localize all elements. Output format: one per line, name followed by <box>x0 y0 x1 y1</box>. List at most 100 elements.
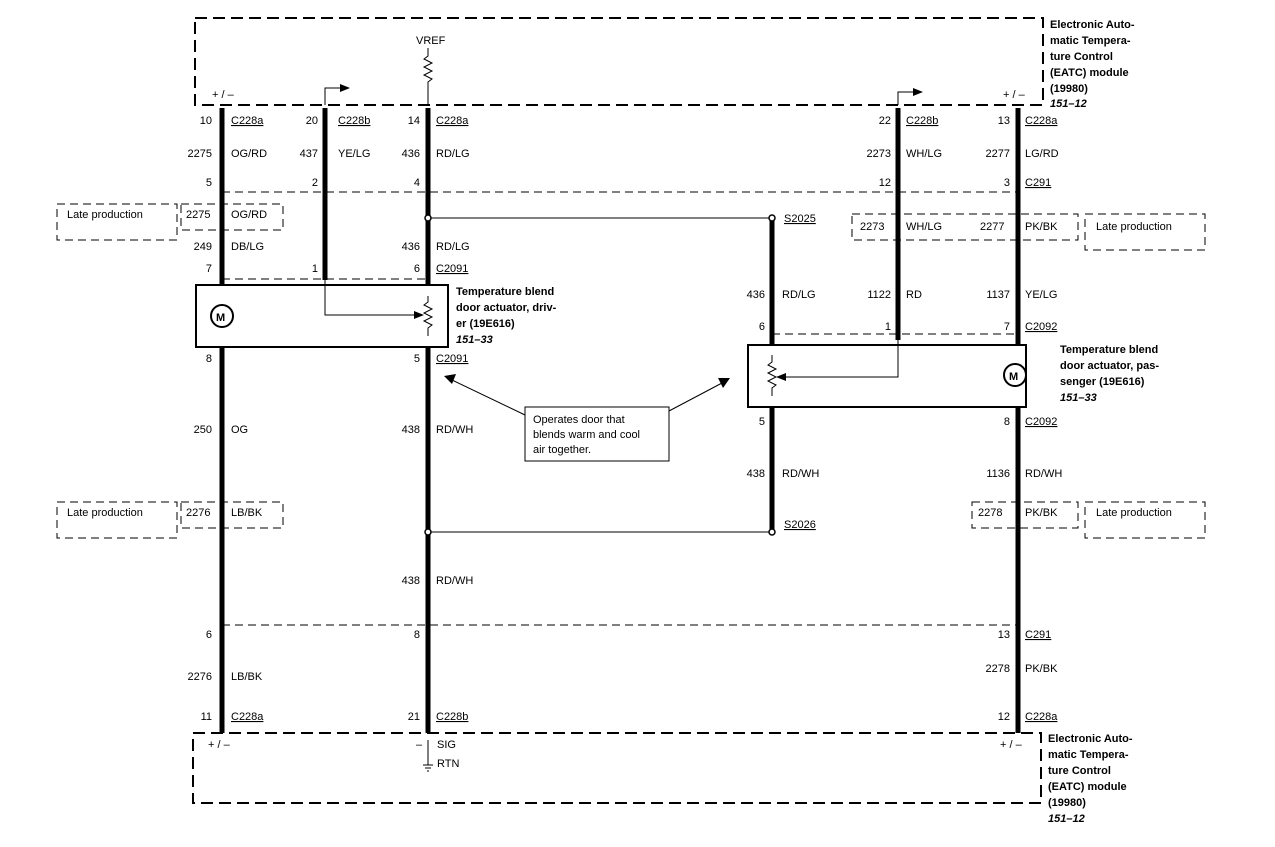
rtn-label: RTN <box>437 758 459 770</box>
label-cC228a_5: C228a <box>1025 711 1058 723</box>
label-c2276: 2276 <box>188 671 212 683</box>
label-c437: 437 <box>300 148 318 160</box>
module-bottom-title-3: ture Control <box>1048 765 1111 777</box>
label-t228a_1: C228a <box>231 115 264 127</box>
label-c438c: 438 <box>402 575 420 587</box>
label-c1137: 1137 <box>986 289 1010 301</box>
label-cC2091b: C2091 <box>436 353 468 365</box>
label-p6a: 6 <box>414 263 420 275</box>
late-production-box-2 <box>1084 213 1206 251</box>
label-cC228b_3: C228b <box>436 711 468 723</box>
label-cRD: RD <box>906 289 922 301</box>
label-p12: 12 <box>879 177 891 189</box>
label-p6b: 6 <box>759 321 765 333</box>
label-c1122: 1122 <box>867 289 891 301</box>
callout-line-1: Operates door that <box>533 414 625 426</box>
label-cRDWHd: RD/WH <box>436 575 473 587</box>
callout-box <box>524 406 670 462</box>
vref-label: VREF <box>416 35 446 47</box>
label-p8c: 8 <box>414 629 420 641</box>
vref-resistor <box>422 48 434 105</box>
label-c2277: 2277 <box>986 148 1010 160</box>
label-cRDWHb: RD/WH <box>782 468 819 480</box>
module-bottom-title-2: matic Tempera- <box>1048 749 1129 761</box>
module-bottom-title-5: (19980) <box>1048 797 1086 809</box>
module-top-title-2: matic Tempera- <box>1050 35 1131 47</box>
splice-dot-2 <box>768 214 776 222</box>
label-cDBLG: DB/LG <box>231 241 264 253</box>
top-flag-passenger <box>897 91 918 105</box>
label-t14: 14 <box>408 115 420 127</box>
module-bottom-pm-right: + / – <box>1000 739 1023 751</box>
driver-wiper-wire <box>324 280 418 316</box>
passenger-motor-icon <box>1003 363 1027 387</box>
driver-motor-label: M <box>216 312 225 324</box>
label-p13: 13 <box>998 629 1010 641</box>
label-p7a: 7 <box>206 263 212 275</box>
label-cC291a: C291 <box>1025 177 1051 189</box>
top-flag-driver-head <box>340 84 350 92</box>
passenger-actuator-title-1: Temperature blend <box>1060 344 1158 356</box>
splice-dot-3 <box>424 528 432 536</box>
label-s2026: S2026 <box>784 519 816 531</box>
label-cOG: OG <box>231 424 248 436</box>
passenger-pot-icon <box>766 355 778 396</box>
callout-arrowhead-right <box>718 378 730 388</box>
label-p8a: 8 <box>206 353 212 365</box>
label-cYELG2: YE/LG <box>1025 289 1057 301</box>
label-p1a: 1 <box>312 263 318 275</box>
passenger-wiper-wire <box>782 340 899 378</box>
late-production-box-4 <box>1084 501 1206 539</box>
label-c249: 249 <box>194 241 212 253</box>
label-lpWHLG: WH/LG <box>906 221 942 233</box>
module-top-pm-left: + / – <box>212 89 235 101</box>
late-production-text-2: Late production <box>1096 221 1172 233</box>
label-lp2275: 2275 <box>186 209 210 221</box>
label-cWHLG: WH/LG <box>906 148 942 160</box>
label-cPKBK: PK/BK <box>1025 663 1058 675</box>
label-t228b_2: C228b <box>906 115 938 127</box>
passenger-actuator-box <box>747 344 1027 408</box>
driver-pot-icon <box>422 296 434 336</box>
label-cC2092b: C2092 <box>1025 416 1057 428</box>
callout-arrowhead-left <box>444 374 456 384</box>
ground-icon <box>423 740 433 772</box>
label-c438a: 438 <box>402 424 420 436</box>
top-flag-driver <box>324 87 345 105</box>
label-lp2277: 2277 <box>980 221 1004 233</box>
module-top-title-3: ture Control <box>1050 51 1113 63</box>
top-flag-passenger-head <box>913 88 923 96</box>
late-production-box-1 <box>56 203 178 241</box>
label-t228b_1: C228b <box>338 115 370 127</box>
label-lp2278: 2278 <box>978 507 1002 519</box>
label-t228a_2: C228a <box>436 115 469 127</box>
label-t10: 10 <box>200 115 212 127</box>
label-cRDLGa: RD/LG <box>436 148 470 160</box>
label-lpLBBK: LB/BK <box>231 507 263 519</box>
label-cLBBK: LB/BK <box>231 671 263 683</box>
splice-dot-1 <box>424 214 432 222</box>
label-p7b: 7 <box>1004 321 1010 333</box>
label-p12b: 12 <box>998 711 1010 723</box>
label-p2: 2 <box>312 177 318 189</box>
label-lp2276: 2276 <box>186 507 210 519</box>
module-bottom-title-4: (EATC) module <box>1048 781 1127 793</box>
module-top-ref: 151–12 <box>1050 98 1087 110</box>
splice-dot-4 <box>768 528 776 536</box>
eatc-module-top <box>194 17 1044 106</box>
driver-actuator-title-1: Temperature blend <box>456 286 554 298</box>
module-top-title-4: (EATC) module <box>1050 67 1129 79</box>
label-t22: 22 <box>879 115 891 127</box>
driver-actuator-ref: 151–33 <box>456 334 493 346</box>
label-c436b: 436 <box>402 241 420 253</box>
label-p5b: 5 <box>759 416 765 428</box>
driver-actuator-box <box>195 284 449 348</box>
passenger-motor-label: M <box>1009 371 1018 383</box>
label-c1136: 1136 <box>986 468 1010 480</box>
label-lp2273: 2273 <box>860 221 884 233</box>
callout-arrow-right <box>668 382 723 412</box>
label-p5a: 5 <box>414 353 420 365</box>
label-p5: 5 <box>206 177 212 189</box>
label-cRDWHa: RD/WH <box>436 424 473 436</box>
